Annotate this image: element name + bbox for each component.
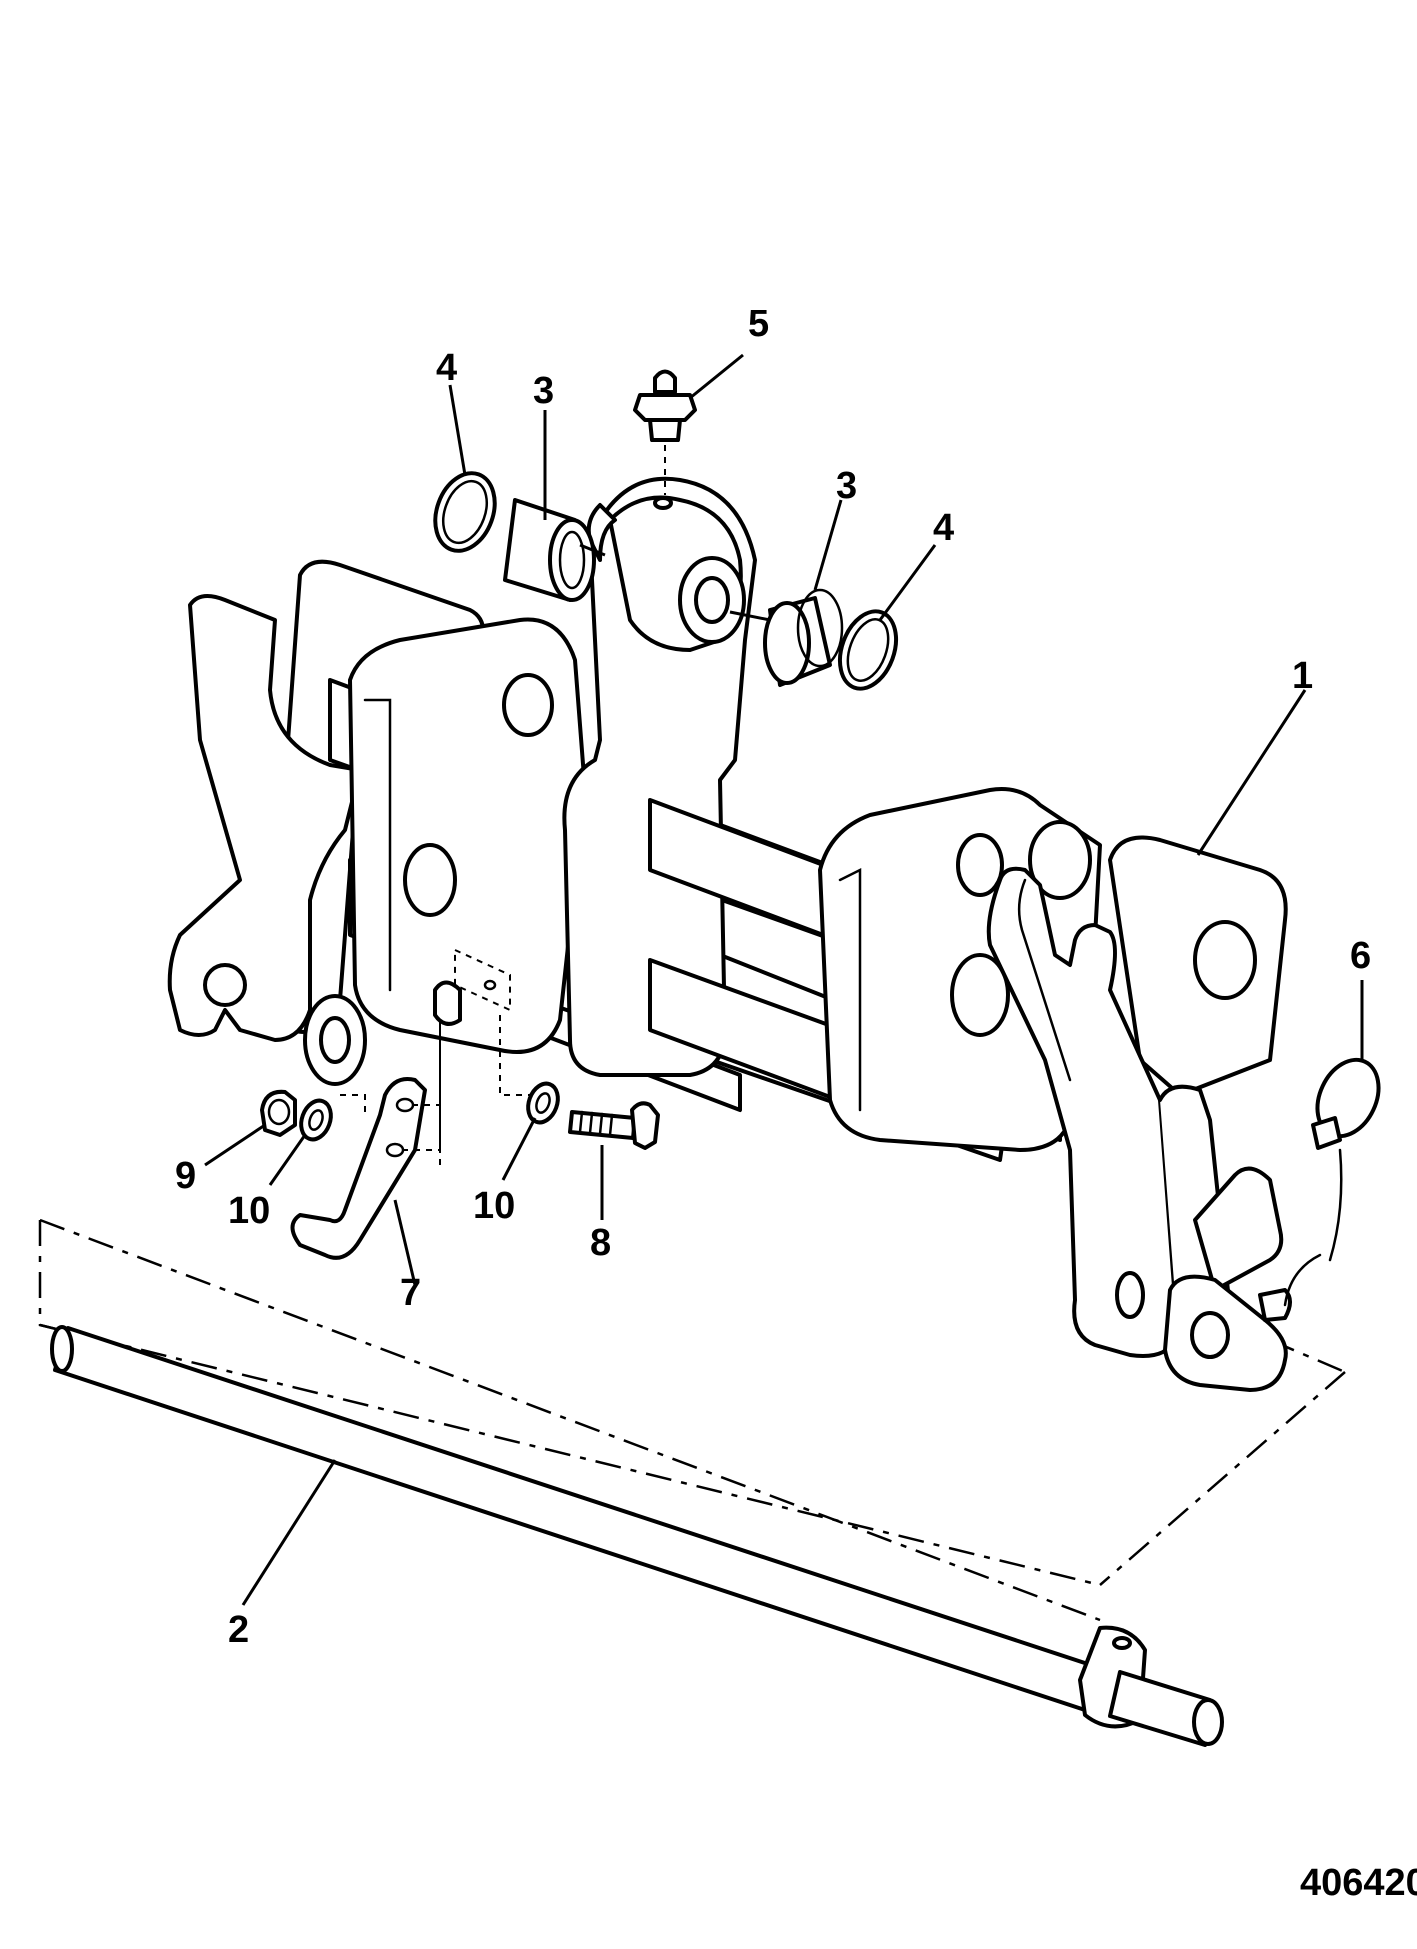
left-o-ring <box>433 471 497 553</box>
callout-10-right: 10 <box>473 1185 515 1227</box>
grease-nipple <box>633 369 697 495</box>
callout-10-left: 10 <box>228 1190 270 1232</box>
callout-7: 7 <box>400 1272 421 1314</box>
hex-bolt <box>568 1101 660 1150</box>
callout-3-left: 3 <box>533 370 554 412</box>
right-washer <box>526 1081 560 1125</box>
callout-5: 5 <box>748 303 769 345</box>
left-bush <box>503 498 606 602</box>
pivot-pin <box>50 1325 1224 1747</box>
quickhitch-frame <box>167 476 1322 1392</box>
callout-8: 8 <box>590 1222 611 1264</box>
right-o-ring <box>837 609 899 691</box>
callout-1: 1 <box>1292 655 1313 697</box>
callout-3-right: 3 <box>836 465 857 507</box>
linch-pin <box>1311 1057 1381 1262</box>
latch-mount-guide <box>340 948 540 1165</box>
left-washer <box>299 1098 333 1142</box>
callout-2: 2 <box>228 1609 249 1651</box>
latch-lever <box>290 1020 441 1260</box>
callout-labels: 1 2 3 3 4 4 5 6 7 8 9 10 10 <box>175 303 1371 1651</box>
lock-nut <box>260 1089 297 1137</box>
callout-4-right: 4 <box>933 507 954 549</box>
figure-number: 406420 <box>1300 1862 1417 1904</box>
callout-6: 6 <box>1350 935 1371 977</box>
leader-lines <box>204 353 1364 1606</box>
callout-9: 9 <box>175 1155 196 1197</box>
callout-4-left: 4 <box>436 347 457 389</box>
right-bush <box>729 588 844 687</box>
